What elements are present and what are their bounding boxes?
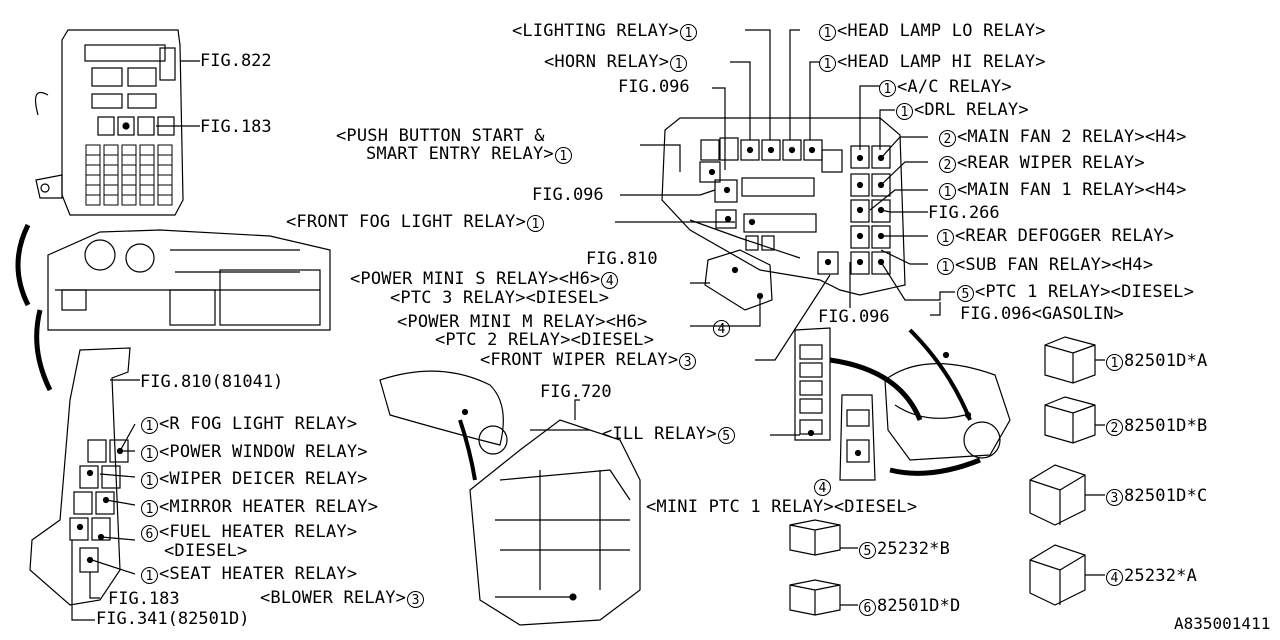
ill-relay-label: <ILL RELAY>5 bbox=[602, 425, 736, 444]
fig-341-ref[interactable]: FIG.341(82501D) bbox=[96, 609, 250, 629]
push-button-start-label-line2: SMART ENTRY RELAY>1 bbox=[366, 145, 573, 164]
standalone-relays bbox=[789, 336, 1105, 616]
mini-ptc-1-relay-label: <MINI PTC 1 RELAY><DIESEL> bbox=[646, 497, 918, 517]
fig-183-ref-lower[interactable]: FIG.183 bbox=[108, 589, 180, 609]
sub-fan-relay-label: 1<SUB FAN RELAY><H4> bbox=[936, 256, 1153, 275]
wiper-deicer-relay-label: 1<WIPER DEICER RELAY> bbox=[140, 470, 368, 489]
fig-822-ref[interactable]: FIG.822 bbox=[200, 51, 272, 71]
engine-relay-box bbox=[615, 29, 955, 436]
ptc-3-relay-label: <PTC 3 RELAY><DIESEL> bbox=[390, 288, 610, 308]
interior-fuse-box bbox=[35, 29, 200, 216]
ptc-1-relay-label: 5<PTC 1 RELAY><DIESEL> bbox=[956, 283, 1194, 302]
fig-266-ref[interactable]: FIG.266 bbox=[928, 203, 1000, 223]
fig-810-ref[interactable]: FIG.810 bbox=[586, 249, 658, 269]
ptc-2-relay-label: <PTC 2 RELAY><DIESEL> bbox=[435, 330, 655, 350]
rear-wiper-relay-label: 2<REAR WIPER RELAY> bbox=[938, 154, 1145, 173]
fuel-heater-diesel-label: <DIESEL> bbox=[164, 541, 248, 561]
rear-defogger-relay-label: 1<REAR DEFOGGER RELAY> bbox=[936, 227, 1174, 246]
diagram-code: A835001411 bbox=[1174, 614, 1271, 633]
mirror-heater-relay-label: 1<MIRROR HEATER RELAY> bbox=[140, 498, 378, 517]
ill-relay-bracket bbox=[794, 327, 1011, 481]
ac-relay-label: 1<A/C RELAY> bbox=[878, 78, 1012, 97]
main-fan-1-relay-label: 1<MAIN FAN 1 RELAY><H4> bbox=[938, 181, 1187, 200]
head-lamp-lo-relay-label: 1<HEAD LAMP LO RELAY> bbox=[818, 22, 1046, 41]
fig-096-ref-mid[interactable]: FIG.096 bbox=[532, 185, 604, 205]
fig-096-ref-low[interactable]: FIG.096 bbox=[818, 307, 890, 327]
fig-810-81041-ref[interactable]: FIG.810(81041) bbox=[140, 372, 284, 392]
front-wiper-relay-label: <FRONT WIPER RELAY>3 bbox=[480, 351, 697, 370]
horn-relay-label: <HORN RELAY>1 bbox=[544, 53, 688, 72]
hvac-blower-unit bbox=[379, 370, 641, 626]
power-window-relay-label: 1<POWER WINDOW RELAY> bbox=[140, 443, 368, 462]
power-mini-s-relay-label: <POWER MINI S RELAY><H6>4 bbox=[350, 270, 619, 289]
fig-096-ref-top[interactable]: FIG.096 bbox=[618, 77, 690, 97]
blower-relay-label: <BLOWER RELAY>3 bbox=[260, 589, 425, 608]
power-mini-m-relay-label: <POWER MINI M RELAY><H6> bbox=[397, 312, 648, 332]
power-mini-m-callout: 4 bbox=[712, 318, 731, 337]
ill-bracket-callout: 4 bbox=[813, 477, 832, 496]
lighting-relay-label: <LIGHTING RELAY>1 bbox=[512, 22, 698, 41]
head-lamp-hi-relay-label: 1<HEAD LAMP HI RELAY> bbox=[818, 53, 1046, 72]
front-fog-light-relay-label: <FRONT FOG LIGHT RELAY>1 bbox=[286, 213, 545, 232]
r-fog-light-relay-label: 1<R FOG LIGHT RELAY> bbox=[140, 415, 357, 434]
fig-096-gasolin-ref[interactable]: FIG.096<GASOLIN> bbox=[960, 304, 1124, 324]
drl-relay-label: 1<DRL RELAY> bbox=[895, 101, 1029, 120]
seat-heater-relay-label: 1<SEAT HEATER RELAY> bbox=[140, 565, 357, 584]
dashboard bbox=[15, 223, 331, 392]
relay-bracket-lhd bbox=[29, 347, 140, 621]
fig-720-ref[interactable]: FIG.720 bbox=[540, 382, 612, 402]
push-button-start-label-line1: <PUSH BUTTON START & bbox=[336, 126, 545, 146]
fig-183-ref[interactable]: FIG.183 bbox=[200, 117, 272, 137]
fuel-heater-relay-label: 6<FUEL HEATER RELAY> bbox=[140, 523, 357, 542]
main-fan-2-relay-label: 2<MAIN FAN 2 RELAY><H4> bbox=[938, 128, 1187, 147]
